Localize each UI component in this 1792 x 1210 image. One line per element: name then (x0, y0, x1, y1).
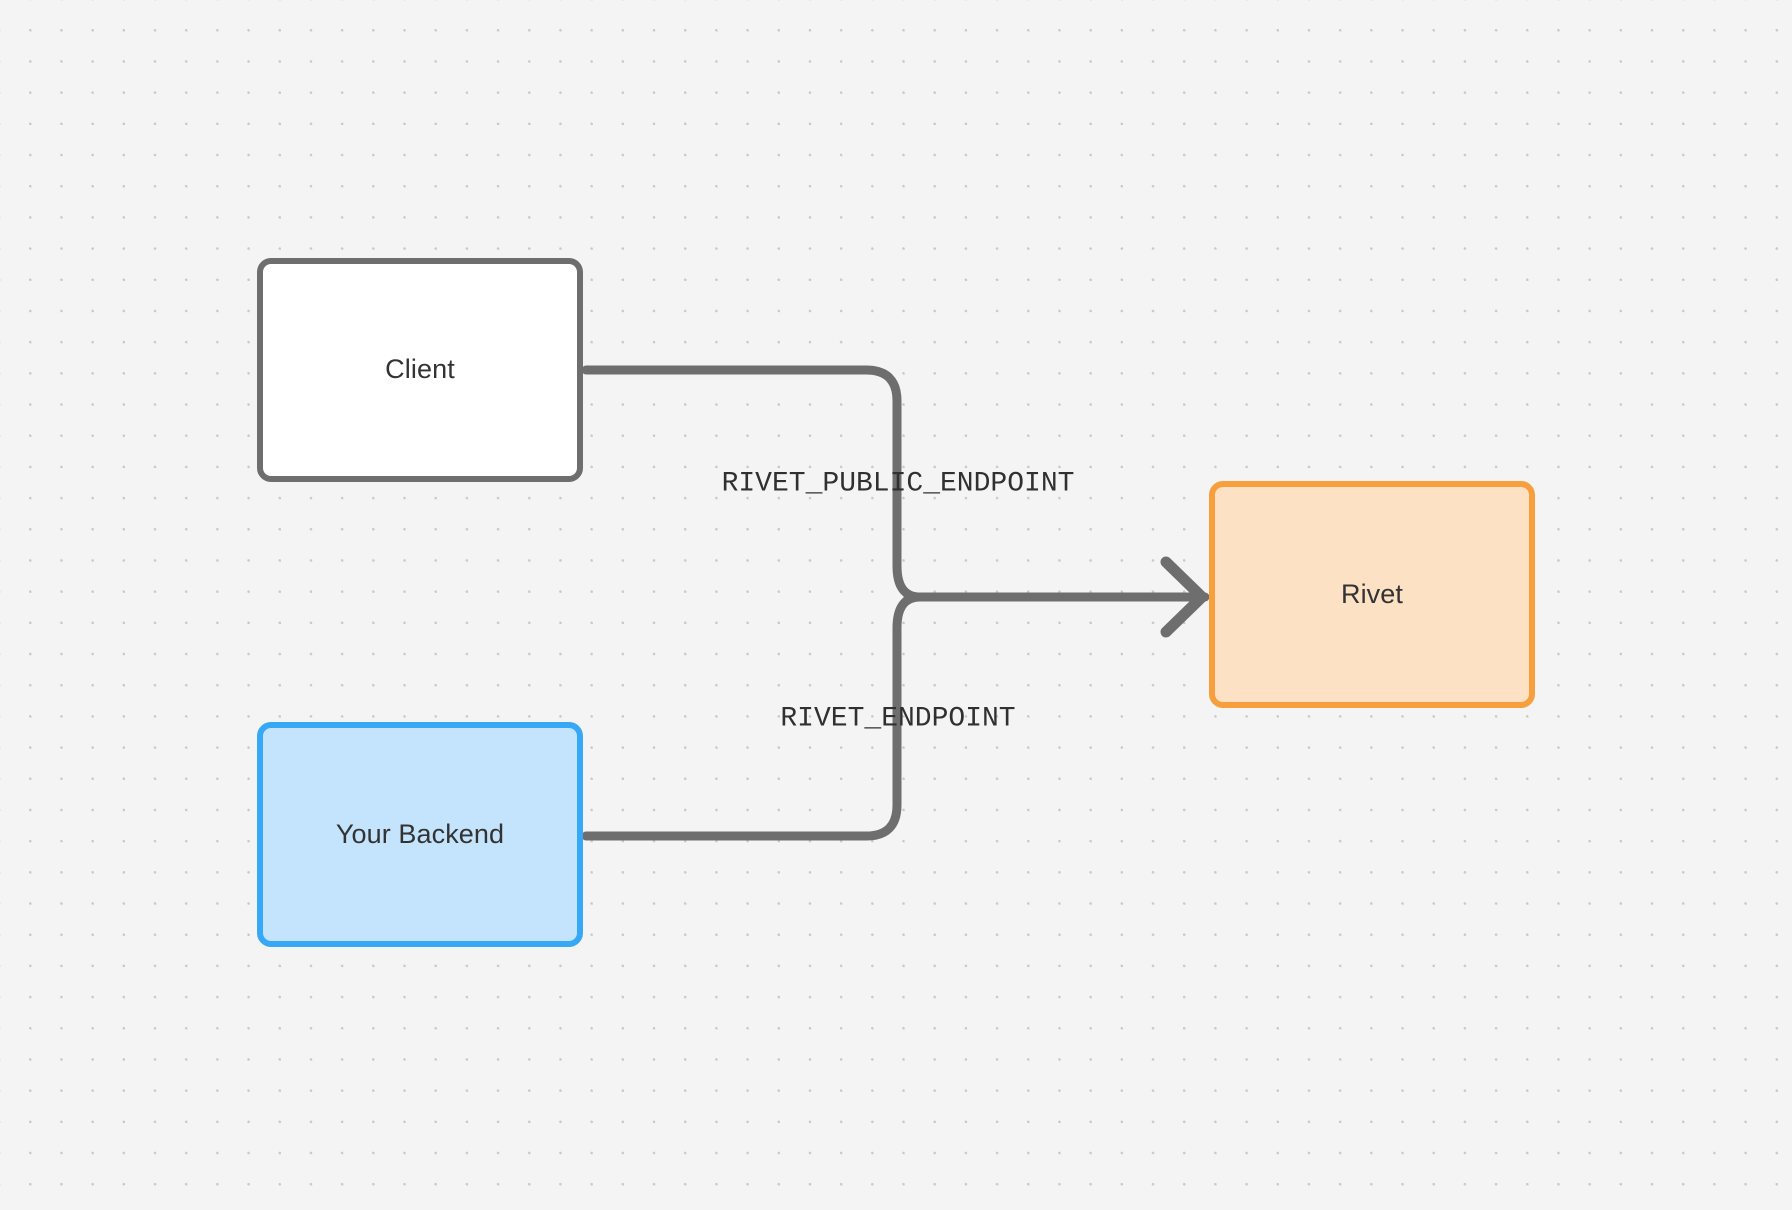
node-your-backend[interactable]: Your Backend (257, 722, 583, 947)
node-client[interactable]: Client (257, 258, 583, 482)
node-your-backend-label: Your Backend (335, 818, 505, 849)
node-rivet[interactable]: Rivet (1209, 481, 1535, 708)
edge-label-rivet-public-endpoint: RIVET_PUBLIC_ENDPOINT (721, 468, 1075, 500)
chevron-arrow-icon (1160, 556, 1208, 638)
node-client-label: Client (385, 354, 455, 385)
node-rivet-label: Rivet (1340, 578, 1403, 609)
edge-label-rivet-endpoint: RIVET_ENDPOINT (780, 703, 1016, 735)
